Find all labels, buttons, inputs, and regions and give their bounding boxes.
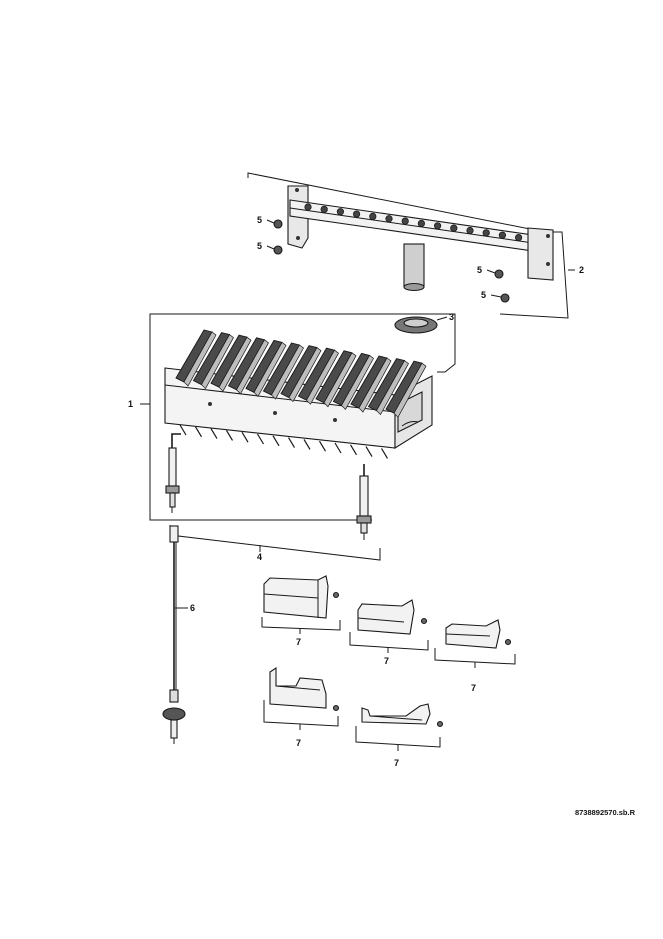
callout-3: 3 <box>449 312 454 322</box>
nozzle <box>482 229 490 237</box>
burner-blade <box>297 347 339 405</box>
base-pin <box>194 426 203 438</box>
burner-blade <box>262 342 304 400</box>
screw-5-b <box>266 245 283 255</box>
burner-blade <box>367 358 409 416</box>
ignition-electrode-right <box>356 464 372 540</box>
nozzle <box>433 222 442 230</box>
base-pin <box>241 431 249 443</box>
ignition-electrode-left <box>165 433 181 513</box>
callout-5-c: 5 <box>477 265 482 275</box>
base-pin <box>365 446 373 457</box>
burner-blade <box>350 355 392 413</box>
burner-blade <box>245 339 287 397</box>
nozzle <box>401 217 409 225</box>
callout-1: 1 <box>128 399 133 409</box>
base-pin <box>334 442 342 454</box>
nozzle <box>498 231 506 239</box>
callout-7-c: 7 <box>471 683 476 693</box>
burner-blade <box>280 345 322 403</box>
burner-blade-row <box>175 329 427 418</box>
burner-blade <box>175 329 217 387</box>
base-pin <box>303 439 311 450</box>
callout-5-d: 5 <box>481 290 486 300</box>
burner-blade <box>332 352 374 410</box>
manifold-right-plate <box>527 227 554 281</box>
callout-6: 6 <box>190 603 195 613</box>
base-pin <box>225 430 234 441</box>
base-pin <box>272 435 280 447</box>
callout-7-e: 7 <box>394 758 399 768</box>
burner-blade <box>385 360 427 418</box>
burner-assembly <box>140 313 456 521</box>
nozzle <box>369 212 377 220</box>
base-pin <box>256 433 265 445</box>
nozzle <box>385 215 393 223</box>
nozzle-row <box>304 203 523 242</box>
nozzle <box>417 219 425 228</box>
shield-7-b <box>349 599 429 653</box>
burner-base-pins <box>179 424 389 459</box>
screw-5-d <box>490 293 510 303</box>
base-pin <box>287 437 296 448</box>
base-pin <box>318 440 327 452</box>
nozzle <box>466 226 474 235</box>
shield-7-a <box>261 575 341 634</box>
nozzle <box>352 210 361 218</box>
shield-7-e <box>355 703 444 751</box>
nozzle <box>320 205 328 213</box>
shield-7-c <box>434 619 516 668</box>
callout-7-b: 7 <box>384 656 389 666</box>
callout-5-b: 5 <box>257 241 262 251</box>
callout-7-d: 7 <box>296 738 301 748</box>
burner-blade <box>315 350 357 408</box>
screw-5-a <box>266 219 283 229</box>
burner-blade <box>227 337 269 395</box>
callout-5-a: 5 <box>257 215 262 225</box>
base-pin <box>179 424 187 436</box>
manifold-inlet-pipe <box>403 243 425 287</box>
nozzle <box>336 208 344 216</box>
base-pin <box>349 444 358 456</box>
nozzle <box>514 233 523 242</box>
electrode-group <box>165 433 381 561</box>
callout-4: 4 <box>257 552 262 562</box>
nozzle <box>304 203 312 211</box>
burner-blade <box>210 334 252 392</box>
screw-5-c <box>486 269 504 279</box>
document-number: 8738892570.sb.R <box>574 808 635 817</box>
nozzle <box>450 224 458 232</box>
seal-ring <box>394 316 448 334</box>
base-pin <box>210 428 218 439</box>
base-pin <box>380 448 389 459</box>
flame-sensor-rod <box>162 525 188 744</box>
callout-2: 2 <box>579 265 584 275</box>
shield-7-d <box>263 666 340 730</box>
burner-blade <box>192 332 234 390</box>
manifold-bracket-group <box>247 172 575 319</box>
callout-7-a: 7 <box>296 637 301 647</box>
